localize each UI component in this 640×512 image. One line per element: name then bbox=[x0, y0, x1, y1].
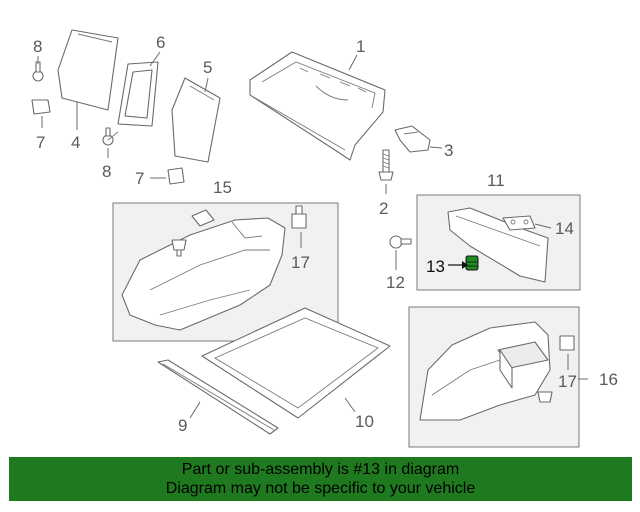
part-7-clip-top[interactable] bbox=[31, 99, 51, 115]
part-7-clip-lower[interactable] bbox=[167, 167, 185, 185]
banner-line-1: Part or sub-assembly is #13 in diagram bbox=[181, 461, 460, 478]
part-15-bracket[interactable] bbox=[191, 209, 215, 227]
part-10-trunk-mat[interactable] bbox=[201, 307, 391, 419]
part-5-trim-panel[interactable] bbox=[171, 77, 221, 163]
callout-6: 6 bbox=[156, 33, 165, 52]
part-1-package-tray[interactable] bbox=[249, 51, 386, 161]
part-6-panel[interactable] bbox=[117, 61, 159, 127]
callout-7-lower: 7 bbox=[135, 169, 144, 188]
callout-3: 3 bbox=[444, 141, 453, 160]
callout-7-top: 7 bbox=[36, 133, 45, 152]
callout-4: 4 bbox=[71, 133, 80, 152]
callout-13: 13 bbox=[426, 257, 445, 276]
part-16-push-pin[interactable] bbox=[537, 391, 553, 403]
part-12-screw[interactable] bbox=[389, 235, 412, 249]
part-15-trunk-side-trim[interactable] bbox=[121, 217, 286, 331]
banner-line-2: Diagram may not be specific to your vehi… bbox=[165, 480, 476, 497]
callout-8-lower: 8 bbox=[102, 162, 111, 181]
callout-9: 9 bbox=[178, 416, 187, 435]
part-2-bolt[interactable] bbox=[378, 149, 394, 181]
part-14-bracket[interactable] bbox=[502, 215, 536, 231]
callout-12: 12 bbox=[386, 273, 405, 292]
part-8-screw-lower[interactable] bbox=[102, 127, 119, 146]
callout-17-lower: 17 bbox=[558, 372, 577, 391]
part-17-clip-upper[interactable] bbox=[291, 205, 307, 229]
part-3-bracket[interactable] bbox=[394, 125, 431, 153]
part-15-push-pin[interactable] bbox=[171, 239, 187, 257]
callout-8-top: 8 bbox=[33, 37, 42, 56]
callout-11: 11 bbox=[487, 171, 505, 190]
part-11-trunk-trim[interactable] bbox=[447, 207, 549, 283]
part-17-clip-lower[interactable] bbox=[559, 335, 575, 351]
callout-14: 14 bbox=[555, 219, 574, 238]
callout-16: 16 bbox=[599, 370, 618, 389]
part-4-side-trim-panel[interactable] bbox=[57, 29, 119, 111]
callout-15: 15 bbox=[213, 178, 232, 197]
part-9-scuff-plate[interactable] bbox=[157, 359, 279, 435]
callout-10: 10 bbox=[355, 412, 374, 431]
callout-2: 2 bbox=[379, 199, 388, 218]
callout-5: 5 bbox=[203, 58, 212, 77]
info-banner: Part or sub-assembly is #13 in diagram D… bbox=[9, 457, 632, 501]
callout-1: 1 bbox=[356, 37, 365, 56]
exploded-parts-diagram: 1 2 3 4 5 6 7 7 8 8 9 10 11 12 13 14 15 … bbox=[31, 29, 618, 448]
part-16-trunk-trim-panel[interactable] bbox=[419, 321, 551, 421]
callout-17-upper: 17 bbox=[291, 253, 310, 272]
part-8-screw-top[interactable] bbox=[32, 61, 44, 82]
part-13-clip-highlighted[interactable] bbox=[465, 255, 479, 271]
